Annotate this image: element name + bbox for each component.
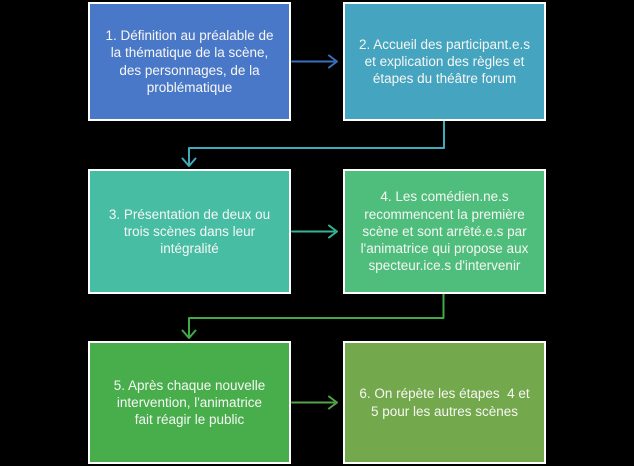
step-3-label: 3. Présentation de deux ou trois scènes … <box>108 206 271 257</box>
step-box-2: 2. Accueil des participant.e.s et explic… <box>343 2 546 121</box>
arrow-step1-to-step2 <box>291 54 338 69</box>
step-box-3: 3. Présentation de deux ou trois scènes … <box>88 169 291 294</box>
step-box-1: 1. Définition au préalable de la thémati… <box>88 2 291 121</box>
step-box-4: 4. Les comédien.ne.s recommencent la pre… <box>343 169 546 294</box>
step-6-label: 6. On répète les étapes 4 et 5 pour les … <box>359 386 530 419</box>
step-5-label: 5. Après chaque nouvelle intervention, l… <box>113 377 266 428</box>
step-box-5: 5. Après chaque nouvelle intervention, l… <box>88 341 291 464</box>
step-4-label: 4. Les comédien.ne.s recommencent la pre… <box>360 189 529 274</box>
step-1-label: 1. Définition au préalable de la thémati… <box>105 27 274 95</box>
arrow-step5-to-step6 <box>291 395 338 410</box>
elbow-arrow-step4-to-step5 <box>181 293 445 339</box>
step-2-label: 2. Accueil des participant.e.s et explic… <box>358 36 531 87</box>
elbow-arrow-step2-to-step3 <box>181 120 445 167</box>
step-box-6: 6. On répète les étapes 4 et 5 pour les … <box>343 341 546 464</box>
arrow-step3-to-step4 <box>291 224 338 239</box>
